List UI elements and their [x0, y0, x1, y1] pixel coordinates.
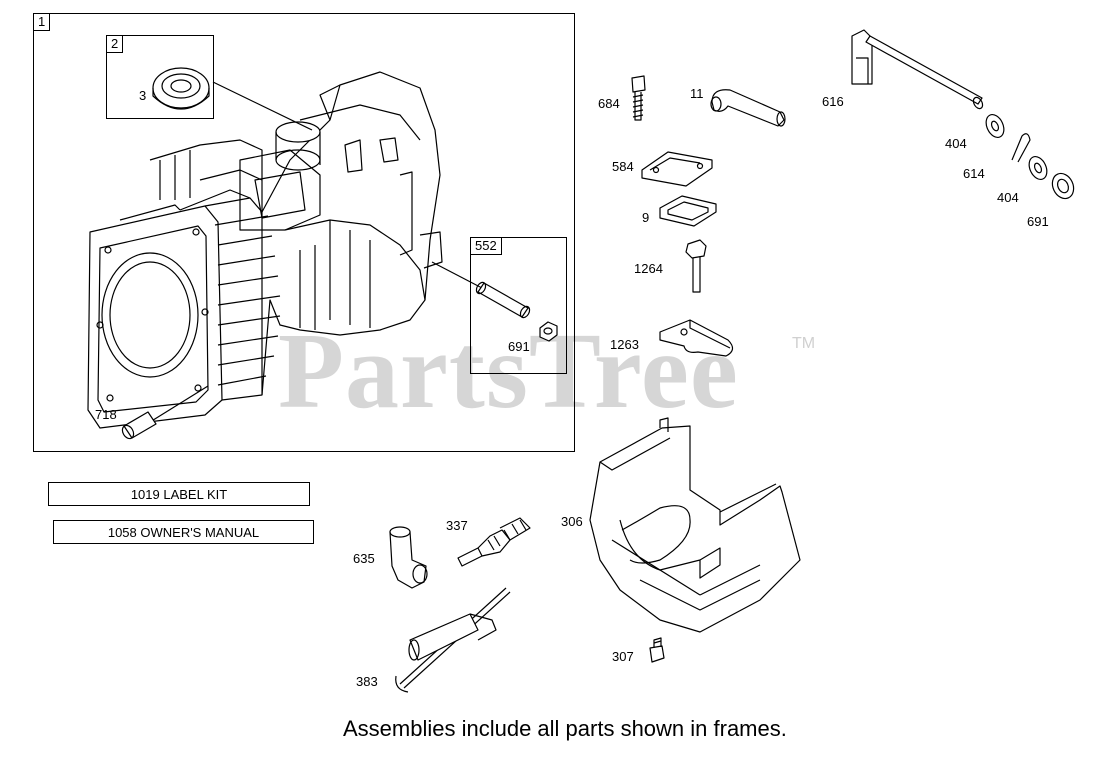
callout-635[interactable]: 635 [353, 551, 375, 566]
gasket-9-drawing [659, 195, 717, 227]
assembly-frame-2: 2 [106, 35, 214, 119]
seal-drawing [152, 67, 210, 110]
callout-306[interactable]: 306 [561, 514, 583, 529]
callout-684[interactable]: 684 [598, 96, 620, 111]
elbow-11-drawing [710, 89, 786, 127]
callout-3[interactable]: 3 [139, 88, 147, 103]
watermark-trademark: TM [792, 335, 816, 352]
cover-584-drawing [641, 151, 713, 187]
dowel-pin-drawing [475, 281, 531, 319]
callout-584[interactable]: 584 [612, 159, 634, 174]
tool-383-drawing [395, 587, 511, 693]
callout-691-frame[interactable]: 691 [508, 339, 530, 354]
callout-9[interactable]: 9 [642, 210, 650, 225]
callout-404-a[interactable]: 404 [945, 136, 967, 151]
washer-404b-drawing [1028, 156, 1048, 180]
sleeve-718-drawing [121, 411, 157, 440]
callout-616[interactable]: 616 [822, 94, 844, 109]
assembly-frame-1-tag[interactable]: 1 [33, 13, 51, 31]
spark-plug-337-drawing [457, 517, 531, 567]
callout-691-side[interactable]: 691 [1027, 214, 1049, 229]
callout-614[interactable]: 614 [963, 166, 985, 181]
screw-307-drawing [649, 637, 665, 663]
callout-1264[interactable]: 1264 [634, 261, 663, 276]
nut-691-drawing [539, 321, 558, 342]
callout-1263[interactable]: 1263 [610, 337, 639, 352]
shroud-306-drawing [589, 417, 801, 633]
leader-2 [212, 81, 313, 131]
assembly-frame-1: 1 [33, 13, 575, 452]
callout-404-b[interactable]: 404 [997, 190, 1019, 205]
nut-691b-drawing [1051, 172, 1075, 200]
engine-block-drawing [87, 71, 443, 429]
callout-383[interactable]: 383 [356, 674, 378, 689]
leader-718 [149, 385, 209, 423]
callout-307[interactable]: 307 [612, 649, 634, 664]
assembly-frame-2-tag[interactable]: 2 [106, 35, 124, 53]
rod-616-drawing [851, 29, 984, 110]
clip-614-drawing [1011, 133, 1031, 163]
label-kit-box[interactable]: 1019 LABEL KIT [48, 482, 310, 506]
bolt-684-drawing [631, 75, 646, 121]
leader-552 [431, 261, 483, 289]
assembly-frame-552-tag[interactable]: 552 [470, 237, 502, 255]
callout-718[interactable]: 718 [95, 407, 117, 422]
footer-note: Assemblies include all parts shown in fr… [343, 716, 787, 741]
bracket-1263-drawing [659, 319, 734, 357]
callout-11[interactable]: 11 [690, 86, 704, 101]
boot-635-drawing [389, 526, 428, 589]
assembly-frame-552: 552 [470, 237, 567, 374]
owners-manual-box[interactable]: 1058 OWNER'S MANUAL [53, 520, 314, 544]
callout-337[interactable]: 337 [446, 518, 468, 533]
bolt-1264-drawing [685, 239, 707, 293]
washer-404a-drawing [985, 114, 1005, 138]
